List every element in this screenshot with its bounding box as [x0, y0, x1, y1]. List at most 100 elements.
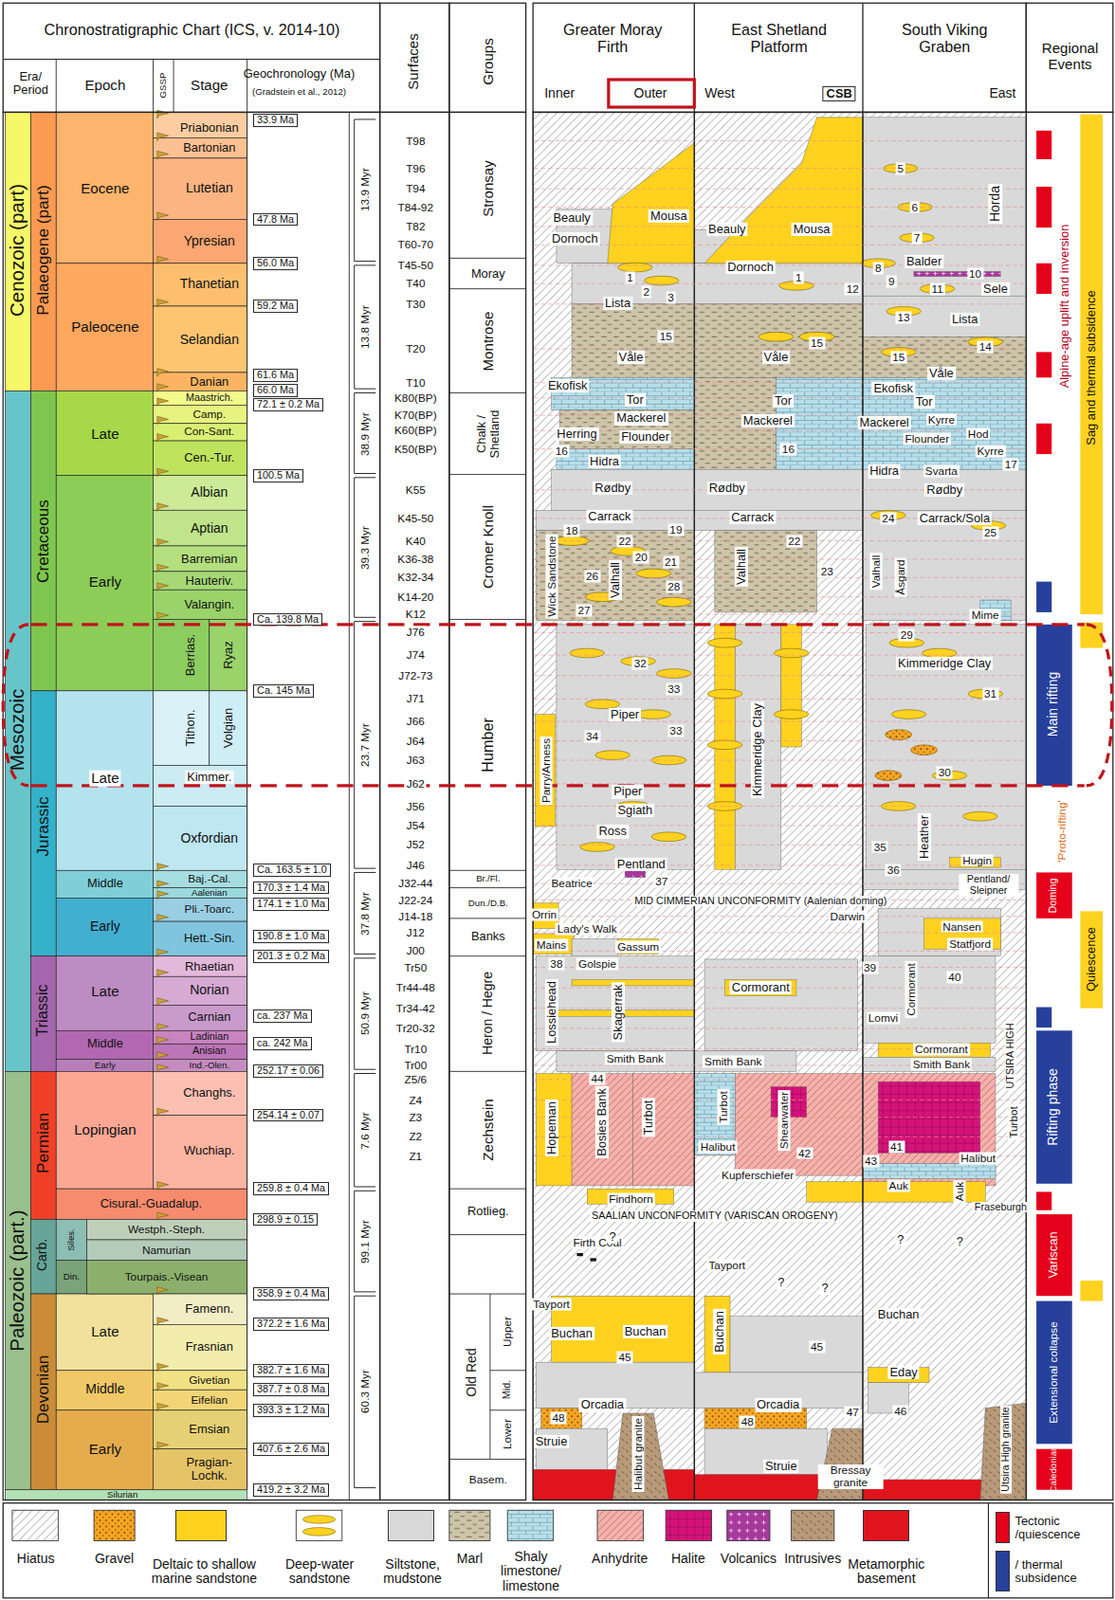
- formation-label: Kyrre: [975, 444, 1006, 457]
- formation-label: Halibut: [958, 1151, 998, 1165]
- group-rule: [449, 288, 527, 290]
- age-box: ca. 237 Ma: [253, 1009, 311, 1024]
- legend-text: Volcanics: [720, 1552, 777, 1567]
- formation-label: Rødby: [707, 481, 748, 495]
- deep-water-lens: [580, 842, 616, 853]
- gssp-flag: [157, 1182, 169, 1191]
- formation-label: 6: [910, 201, 921, 214]
- event-bar: [1036, 582, 1052, 613]
- formation-label: 33: [665, 682, 682, 695]
- uncertainty-mark: ?: [954, 1235, 966, 1249]
- surface-label: J22-24: [396, 894, 435, 907]
- surface-label: K14-20: [395, 590, 436, 604]
- header-text: (Gradstein et al., 2012): [252, 87, 347, 98]
- time-cell: [153, 1043, 248, 1060]
- time-cell: [153, 158, 248, 220]
- legend-sample: [665, 1510, 712, 1541]
- formation-label: Kyrre: [926, 413, 957, 426]
- event-bar: [1036, 351, 1052, 378]
- surface-label: Tr00: [402, 1059, 429, 1072]
- formation-label: Turbot: [1007, 1104, 1021, 1141]
- group-label: Basem.: [469, 1474, 508, 1487]
- formation-label: Lista: [950, 312, 980, 327]
- gssp-flag: [157, 383, 169, 393]
- stage-label: Tithon.: [183, 709, 198, 747]
- gssp-flag: [157, 612, 169, 622]
- event-bar: [1036, 1030, 1073, 1184]
- legend-text: / thermal subsidence: [1015, 1558, 1103, 1586]
- time-cell: [30, 691, 56, 957]
- lithology-body: [877, 908, 1001, 957]
- time-cell: [55, 870, 153, 898]
- formation-label: 48: [550, 1412, 567, 1426]
- legend-text: Anhydrite: [591, 1552, 648, 1567]
- formation-label: Cormorant: [730, 981, 792, 995]
- surface-line: [533, 883, 1025, 885]
- time-cell: [4, 390, 31, 1072]
- age-box: 47.8 Ma: [253, 213, 298, 227]
- stage-label: Ladinian: [189, 1031, 229, 1043]
- event-bar: [1079, 114, 1103, 616]
- event-label: Doming: [1047, 878, 1060, 914]
- surface-line: [533, 1078, 1025, 1080]
- gssp-flag: [157, 1317, 169, 1327]
- lithology-body: [725, 979, 797, 996]
- formation-label: Kupferschiefer: [719, 1169, 796, 1183]
- stage-label: Pragian- Lochk.: [175, 1456, 243, 1483]
- group-rule: [490, 1409, 527, 1411]
- formation-label: Turbot: [716, 1089, 730, 1126]
- age-box: Ca. 163.5 ± 1.0: [253, 863, 331, 878]
- formation-label: 46: [892, 1405, 909, 1418]
- surface-label: J52: [404, 839, 427, 852]
- formation-label: Rødby: [592, 481, 633, 495]
- myr-bracket: [354, 477, 377, 618]
- epoch-label: Eocene: [80, 181, 129, 198]
- time-cell: [153, 956, 248, 978]
- lithology-body: [734, 1074, 863, 1177]
- deep-water-lens: [773, 648, 809, 659]
- time-cell: [153, 1059, 248, 1072]
- header-text: Surfaces: [405, 33, 422, 91]
- myr-bracket: [354, 1190, 377, 1293]
- time-cell: [55, 1370, 153, 1411]
- formation-label: Tor: [624, 393, 646, 407]
- group-rule: [449, 1234, 527, 1236]
- surface-line: [533, 167, 1025, 169]
- formation-label: Fraseburgh: [972, 1202, 1029, 1214]
- lithology-body: [862, 295, 1026, 337]
- uncertainty-mark: ?: [607, 1230, 619, 1244]
- legend-text: Intrusives: [784, 1552, 841, 1567]
- stage-label: Eifelian: [190, 1394, 228, 1408]
- formation-label: Åsgard: [894, 558, 907, 598]
- formation-label: 16: [780, 442, 797, 456]
- formation-label: Carrack: [729, 511, 776, 525]
- period-label: Siles.: [66, 1228, 77, 1252]
- gravel-lens: [875, 770, 902, 782]
- lithology-body: [862, 117, 1026, 296]
- duration-label: 50.9 Myr: [358, 991, 371, 1036]
- stage-label: Danian: [189, 375, 229, 389]
- header-rule: [173, 58, 175, 112]
- formation-label: Struie: [533, 1435, 570, 1449]
- surface-label: K50(BP): [392, 442, 439, 456]
- legend-text: Shaly limestone/ limestone: [482, 1550, 580, 1594]
- age-box: 100.5 Ma: [253, 469, 304, 483]
- gssp-flag: [157, 1108, 169, 1117]
- highlight-box: [608, 79, 695, 108]
- header-rule: [861, 2, 863, 112]
- deep-water-lens: [891, 710, 927, 720]
- group-label: Montrose: [480, 310, 497, 371]
- surface-line: [533, 382, 1025, 384]
- surface-label: Tr34-42: [394, 1002, 438, 1015]
- formation-label: Skagerrak: [610, 983, 624, 1043]
- formation-label: Shearwater: [778, 1090, 791, 1152]
- age-box: 382.7 ± 1.6 Ma: [253, 1364, 330, 1378]
- legend-sample: [449, 1510, 491, 1541]
- group-label: Dun./D.B.: [468, 897, 509, 909]
- legend-rule: [987, 1503, 989, 1599]
- formation-label: 12: [844, 282, 861, 295]
- formation-label: Mackerel: [614, 411, 668, 425]
- deep-water-lens: [636, 710, 672, 720]
- myr-bracket: [354, 1074, 377, 1188]
- surface-label: J64: [404, 734, 427, 748]
